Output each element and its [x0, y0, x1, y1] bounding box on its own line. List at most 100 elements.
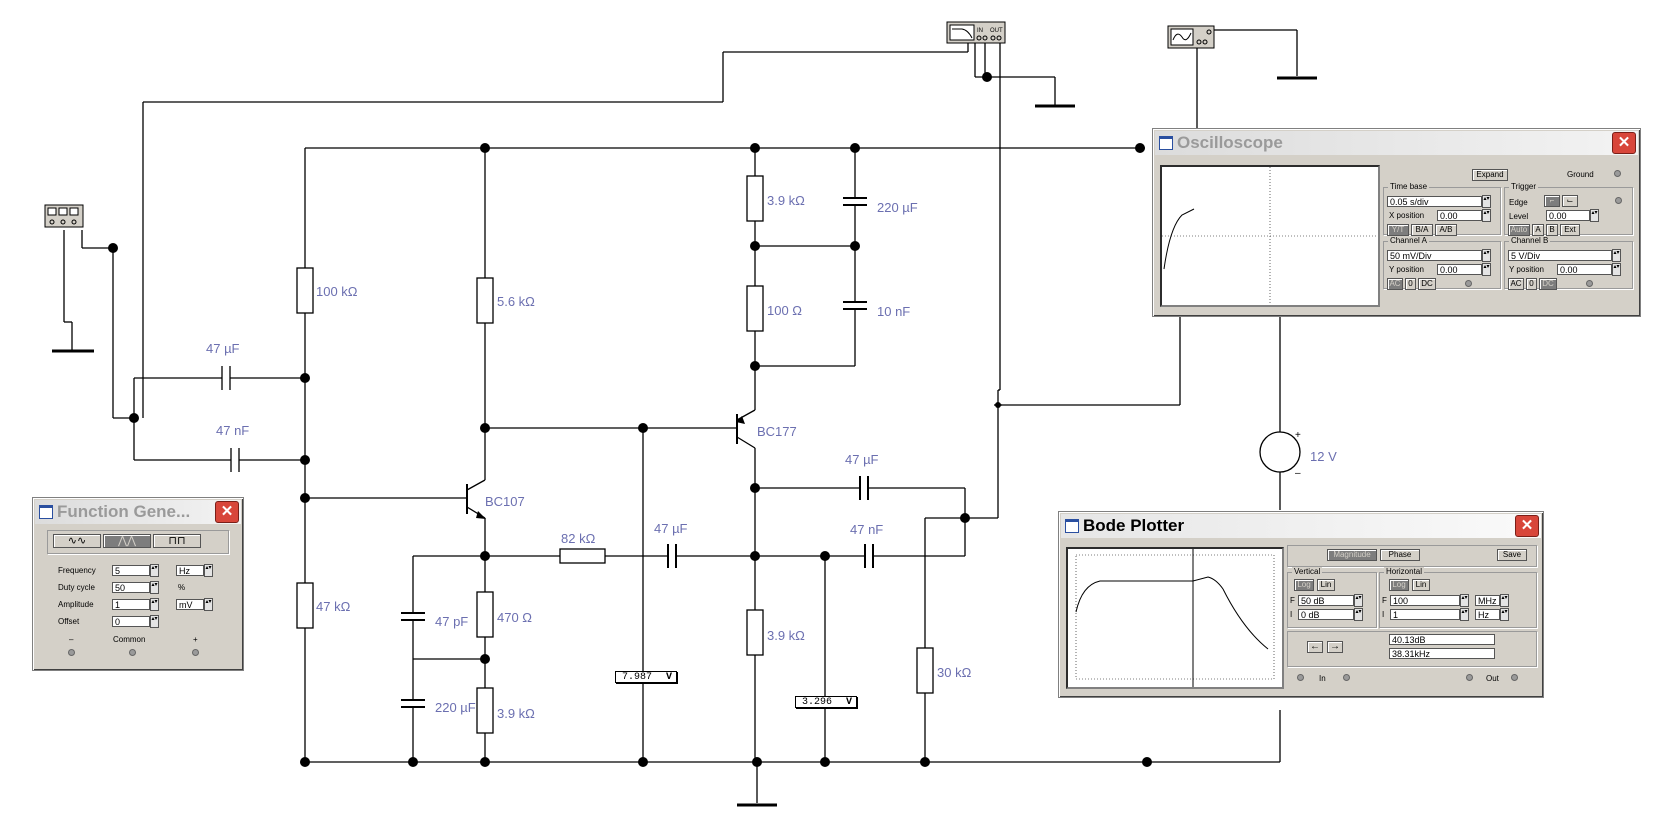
expand-button[interactable]: Expand — [1472, 169, 1508, 181]
svg-text:+: + — [1295, 430, 1301, 441]
channel-b-dc-button[interactable]: DC — [1539, 278, 1557, 290]
mode-group — [1287, 545, 1537, 567]
common-terminal[interactable] — [129, 649, 136, 656]
horizontal-final-unit[interactable]: MHz — [1475, 595, 1500, 606]
edge-rising-button[interactable]: ⌐ — [1544, 195, 1560, 207]
frequency-input[interactable]: 5 — [112, 565, 150, 576]
horizontal-lin-button[interactable]: Lin — [1412, 579, 1430, 591]
horizontal-initial-stepper[interactable]: ▴▾ — [1460, 608, 1469, 621]
waveform-selector — [47, 530, 229, 554]
frequency-unit-select[interactable]: Hz — [176, 565, 204, 576]
bode-plotter-window[interactable]: Bode Plotter ✕ Magnitude Phase Save Vert… — [1058, 511, 1544, 698]
horizontal-final-unit-stepper[interactable]: ▴▾ — [1500, 594, 1509, 607]
channel-b-ac-button[interactable]: AC — [1508, 278, 1524, 290]
close-icon[interactable]: ✕ — [1515, 515, 1539, 537]
timebase-input[interactable]: 0.05 s/div — [1387, 196, 1482, 207]
horizontal-initial-unit[interactable]: Hz — [1475, 609, 1500, 620]
level-stepper[interactable]: ▴▾ — [1590, 209, 1599, 222]
channel-a-scale-stepper[interactable]: ▴▾ — [1482, 249, 1491, 262]
save-button[interactable]: Save — [1497, 549, 1527, 561]
offset-input[interactable]: 0 — [112, 616, 150, 627]
close-icon[interactable]: ✕ — [1612, 132, 1636, 154]
vertical-log-button[interactable]: Log — [1294, 579, 1314, 591]
sine-wave-button[interactable]: ∿∿ — [53, 534, 101, 548]
vertical-group: Vertical — [1287, 567, 1377, 628]
offset-stepper[interactable]: ▴▾ — [150, 615, 159, 628]
oscilloscope-icon[interactable] — [1167, 25, 1215, 49]
channel-a-dc-button[interactable]: DC — [1418, 278, 1436, 290]
trigger-b-button[interactable]: B — [1546, 224, 1558, 236]
x-position-input[interactable]: 0.00 — [1437, 210, 1482, 221]
channel-b-scale-input[interactable]: 5 V/Div — [1508, 250, 1612, 261]
mode-ab-button[interactable]: A/B — [1435, 224, 1457, 236]
voltmeter-2[interactable]: 3.296 V — [795, 696, 857, 708]
triangle-wave-button[interactable]: ⋀⋀ — [103, 534, 151, 548]
magnitude-button[interactable]: Magnitude — [1327, 549, 1377, 561]
horizontal-log-button[interactable]: Log — [1389, 579, 1409, 591]
channel-a-terminal[interactable] — [1465, 280, 1472, 287]
trigger-a-button[interactable]: A — [1532, 224, 1544, 236]
vertical-lin-button[interactable]: Lin — [1317, 579, 1335, 591]
horizontal-initial-input[interactable]: 1 — [1390, 609, 1460, 620]
voltmeter-1[interactable]: 7.987 V — [615, 671, 677, 683]
vertical-final-input[interactable]: 50 dB — [1298, 595, 1354, 606]
phase-button[interactable]: Phase — [1380, 549, 1420, 561]
voltmeter-2-value: 3.296 — [802, 697, 833, 708]
mode-ba-button[interactable]: B/A — [1411, 224, 1433, 236]
in-plus-terminal[interactable] — [1343, 674, 1350, 681]
amplitude-stepper[interactable]: ▴▾ — [150, 598, 159, 611]
amplitude-input[interactable]: 1 — [112, 599, 150, 610]
cursor-left-button[interactable]: ← — [1307, 641, 1323, 653]
out-minus-terminal[interactable] — [1466, 674, 1473, 681]
channel-b-scale-stepper[interactable]: ▴▾ — [1612, 249, 1621, 262]
frequency-unit-stepper[interactable]: ▴▾ — [204, 564, 213, 577]
minus-terminal[interactable] — [68, 649, 75, 656]
bode-plotter-icon[interactable]: IN OUT — [946, 21, 1006, 44]
vertical-initial-stepper[interactable]: ▴▾ — [1354, 608, 1363, 621]
horizontal-initial-unit-stepper[interactable]: ▴▾ — [1500, 608, 1509, 621]
channel-a-ypos-input[interactable]: 0.00 — [1437, 264, 1482, 275]
timebase-title: Time base — [1388, 182, 1430, 191]
vertical-initial-input[interactable]: 0 dB — [1298, 609, 1354, 620]
channel-b-ypos-stepper[interactable]: ▴▾ — [1612, 263, 1621, 276]
level-input[interactable]: 0.00 — [1546, 210, 1590, 221]
duty-cycle-stepper[interactable]: ▴▾ — [150, 581, 159, 594]
function-generator-titlebar[interactable]: Function Gene... ✕ — [35, 500, 241, 524]
edge-falling-button[interactable]: ⌙ — [1562, 195, 1578, 207]
horizontal-final-stepper[interactable]: ▴▾ — [1460, 594, 1469, 607]
bode-plotter-titlebar[interactable]: Bode Plotter ✕ — [1061, 514, 1541, 538]
trigger-auto-button[interactable]: Auto — [1508, 224, 1530, 236]
ground-terminal[interactable] — [1614, 170, 1621, 177]
channel-b-terminal[interactable] — [1586, 280, 1593, 287]
horizontal-final-input[interactable]: 100 — [1390, 595, 1460, 606]
in-minus-terminal[interactable] — [1297, 674, 1304, 681]
channel-a-scale-input[interactable]: 50 mV/Div — [1387, 250, 1482, 261]
close-icon[interactable]: ✕ — [215, 501, 239, 523]
trigger-ext-button[interactable]: Ext — [1560, 224, 1580, 236]
channel-b-ypos-input[interactable]: 0.00 — [1557, 264, 1612, 275]
out-plus-terminal[interactable] — [1511, 674, 1518, 681]
timebase-stepper[interactable]: ▴▾ — [1482, 195, 1491, 208]
duty-cycle-input[interactable]: 50 — [112, 582, 150, 593]
x-position-stepper[interactable]: ▴▾ — [1482, 209, 1491, 222]
amplitude-unit-stepper[interactable]: ▴▾ — [204, 598, 213, 611]
amplitude-unit-select[interactable]: mV — [176, 599, 204, 610]
cursor-right-button[interactable]: → — [1327, 641, 1343, 653]
oscilloscope-titlebar[interactable]: Oscilloscope ✕ — [1155, 131, 1638, 155]
function-generator-icon[interactable] — [44, 204, 84, 228]
vertical-final-stepper[interactable]: ▴▾ — [1354, 594, 1363, 607]
trigger-terminal[interactable] — [1615, 197, 1622, 204]
oscilloscope-title: Oscilloscope — [1177, 133, 1283, 152]
mode-yt-button[interactable]: Y/T — [1387, 224, 1409, 236]
channel-a-ypos-stepper[interactable]: ▴▾ — [1482, 263, 1491, 276]
label-r1: 100 kΩ — [316, 284, 358, 299]
readout-frequency: 38.31kHz — [1389, 648, 1495, 659]
channel-a-ac-button[interactable]: AC — [1387, 278, 1403, 290]
channel-a-zero-button[interactable]: 0 — [1405, 278, 1416, 290]
function-generator-window[interactable]: Function Gene... ✕ ∿∿ ⋀⋀ ⊓⊓ Frequency 5 … — [32, 497, 244, 671]
plus-terminal[interactable] — [192, 649, 199, 656]
square-wave-button[interactable]: ⊓⊓ — [153, 534, 201, 548]
oscilloscope-window[interactable]: Oscilloscope ✕ Expand Ground Time base 0… — [1152, 128, 1641, 317]
frequency-stepper[interactable]: ▴▾ — [150, 564, 159, 577]
channel-b-zero-button[interactable]: 0 — [1526, 278, 1537, 290]
